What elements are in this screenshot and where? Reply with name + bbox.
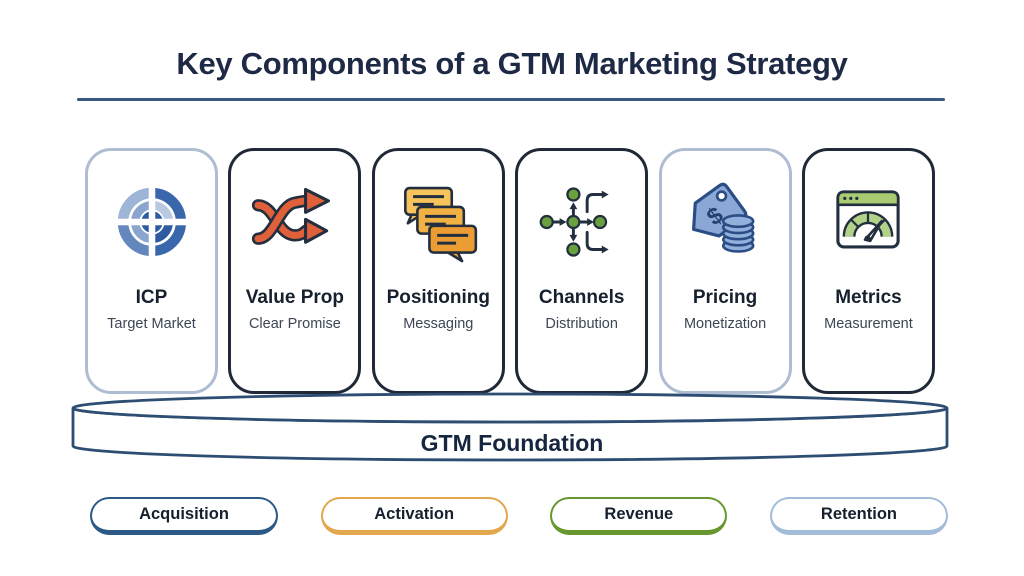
card-label: Metrics <box>835 287 902 308</box>
component-card-icp: ICP Target Market <box>85 148 218 394</box>
card-sublabel: Clear Promise <box>248 316 341 332</box>
page-title: Key Components of a GTM Marketing Strate… <box>176 46 848 81</box>
card-label: Positioning <box>386 287 490 308</box>
price-tag-coins-icon: $ <box>681 173 769 271</box>
card-sublabel: Measurement <box>824 316 913 332</box>
network-distribution-icon <box>539 173 625 271</box>
stage-label: Acquisition <box>139 505 229 523</box>
stage-label: Activation <box>374 505 455 523</box>
card-label: Pricing <box>692 287 758 308</box>
card-sublabel: Messaging <box>403 316 474 332</box>
component-card-positioning: Positioning Messaging <box>371 148 505 394</box>
dashboard-gauge-icon <box>825 173 911 271</box>
stage-pill-revenue: Revenue <box>550 497 728 535</box>
target-icon <box>110 173 194 271</box>
card-label: Channels <box>538 287 625 308</box>
stage-pill-retention: Retention <box>769 497 948 535</box>
component-card-pricing: $ Pricing Monetization <box>658 148 792 394</box>
stage-pill-activation: Activation <box>320 497 508 535</box>
foundation-label: GTM Foundation <box>420 430 604 456</box>
shuffle-arrows-icon <box>251 173 339 271</box>
card-sublabel: Monetization <box>683 316 767 332</box>
component-cards-row: ICP Target Market Value Prop Clear Pro <box>85 148 935 394</box>
component-card-metrics: Metrics Measurement <box>801 148 935 394</box>
title-underline-divider <box>77 98 945 101</box>
component-card-value-prop: Value Prop Clear Promise <box>228 148 362 394</box>
funnel-stages-row: Acquisition Activation Revenue Retention <box>90 497 948 535</box>
card-sublabel: Distribution <box>545 316 618 332</box>
stage-pill-acquisition: Acquisition <box>90 497 278 535</box>
foundation-dish-shape <box>71 392 949 462</box>
chat-bubbles-icon <box>395 173 481 271</box>
component-card-channels: Channels Distribution <box>515 148 649 394</box>
stage-label: Retention <box>820 505 898 523</box>
stage-label: Revenue <box>604 505 674 523</box>
card-label: Value Prop <box>245 287 344 308</box>
card-label: ICP <box>135 287 168 308</box>
card-sublabel: Target Market <box>107 316 196 332</box>
